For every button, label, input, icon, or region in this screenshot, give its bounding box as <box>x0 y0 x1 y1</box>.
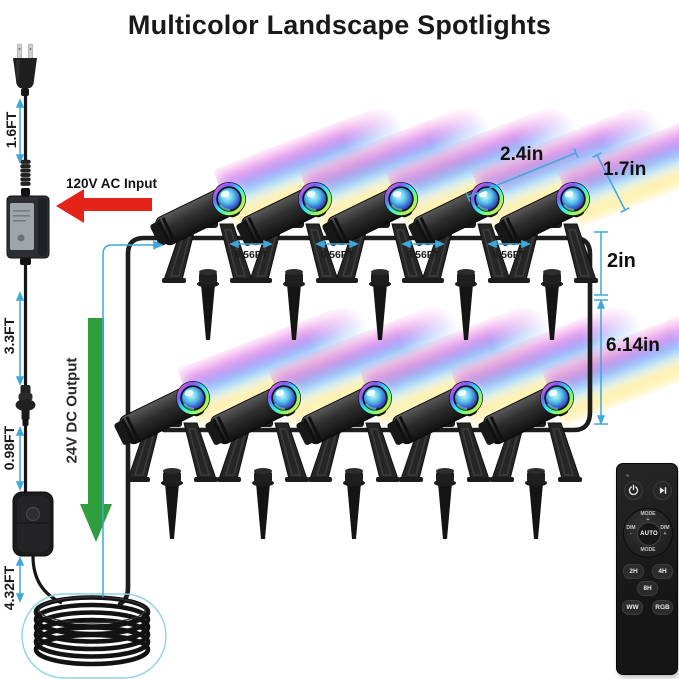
dpad-dim-down: DIM- <box>626 525 636 537</box>
cable-coil <box>33 595 151 667</box>
coil-outline <box>21 593 167 679</box>
dpad-mode-up: MODE+ <box>640 511 656 523</box>
timer-8h-button: 8H <box>637 581 658 596</box>
cable-length-3: 0.98FT <box>1 425 17 471</box>
play-button <box>653 481 672 500</box>
timer-2h-button: 2H <box>623 564 644 579</box>
ir-led <box>626 474 629 477</box>
power-icon <box>628 484 639 496</box>
cable-connector <box>15 385 36 426</box>
timer-4h-button: 4H <box>652 564 673 579</box>
ac-input-arrow <box>56 189 152 223</box>
head-diameter-label: 1.7in <box>603 159 647 180</box>
dc-output-arrow <box>80 318 112 542</box>
spacing-label-3: 6.56FT <box>406 249 440 261</box>
cable-length-2: 3.3FT <box>1 317 17 355</box>
spacing-label-2: 6.56FT <box>320 249 354 261</box>
measure-marks <box>15 98 630 603</box>
inline-switch <box>12 491 54 557</box>
power-button <box>624 481 643 500</box>
auto-button: AUTO <box>637 522 661 546</box>
cable-length-4: 4.32FT <box>1 565 17 611</box>
play-icon <box>659 487 667 494</box>
remote-control: MODE+ -MODE DIM- DIM+ AUTO 2H 4H 8H WW R… <box>616 463 678 675</box>
rgb-button: RGB <box>652 600 673 615</box>
strain-relief <box>20 159 31 186</box>
dpad-dim-up: DIM+ <box>660 525 670 537</box>
dpad: MODE+ -MODE DIM- DIM+ AUTO <box>623 508 673 558</box>
ac-input-label: 120V AC Input <box>66 176 158 191</box>
stake-height-label: 6.14in <box>606 335 660 356</box>
mount-height-label: 2in <box>607 250 636 272</box>
spacing-label-4: 6.56FT <box>492 249 526 261</box>
wall-plug-icon <box>13 43 37 96</box>
body-length-label: 2.4in <box>500 144 544 165</box>
dc-output-label: 24V DC Output <box>63 357 81 464</box>
page-title: Multicolor Landscape Spotlights <box>127 10 552 40</box>
cable-length-1: 1.6FT <box>3 111 19 149</box>
spacing-label-1: 6.56FT <box>234 249 268 261</box>
power-adapter <box>6 188 50 265</box>
ww-button: WW <box>622 600 643 615</box>
